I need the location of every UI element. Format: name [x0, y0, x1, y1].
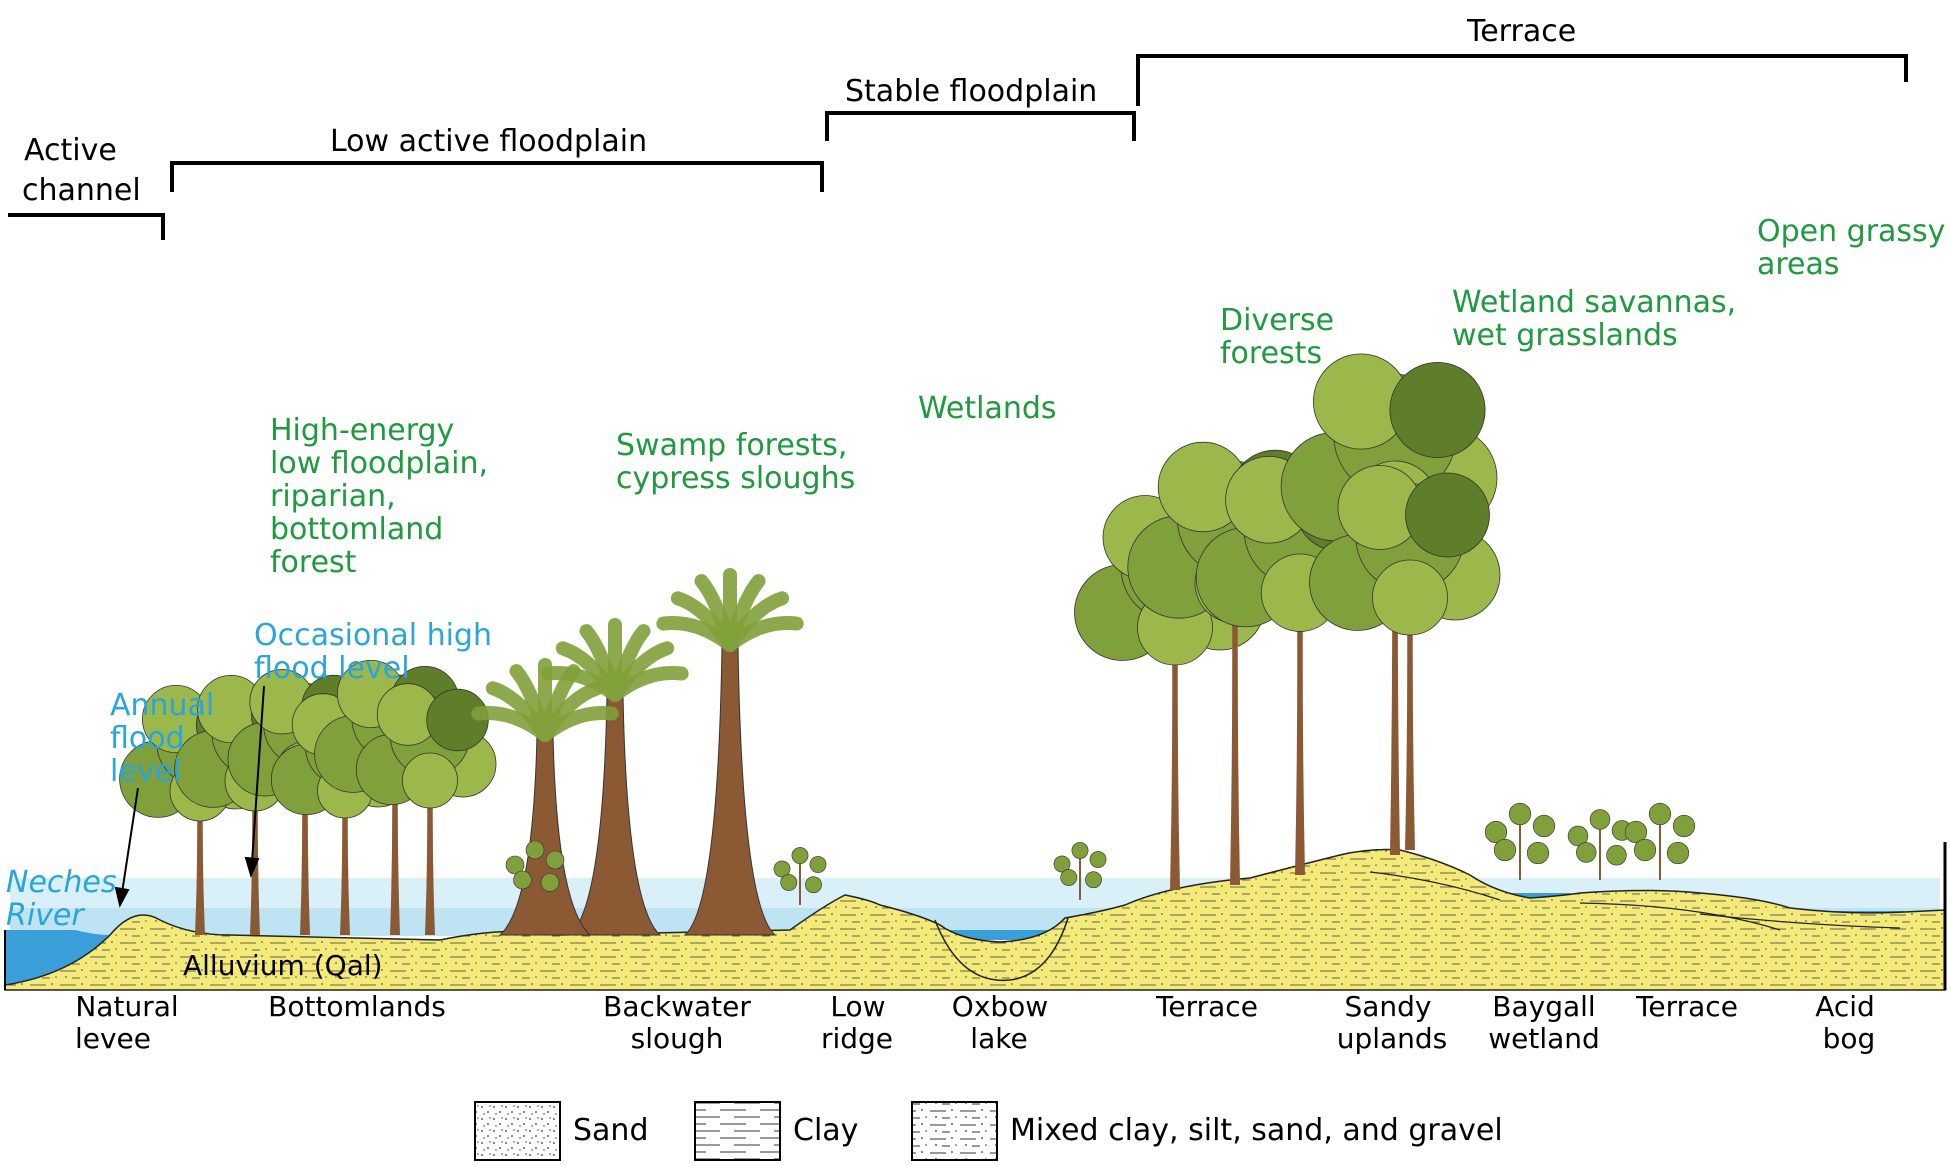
- shrub-4: [1484, 802, 1556, 880]
- terrace-tree-5: [1309, 465, 1501, 850]
- river-label-1: Neches: [6, 865, 117, 900]
- shrub-6: [1624, 802, 1696, 880]
- landform-natural-levee-2: levee: [75, 1022, 151, 1055]
- landform-low-ridge-2: ridge: [821, 1022, 893, 1055]
- landform-oxbow-1: Oxbow: [952, 990, 1048, 1023]
- river-label-2: River: [6, 898, 85, 933]
- landform-backwater-2: slough: [631, 1022, 724, 1055]
- landform-acid-bog-1: Acid: [1815, 990, 1875, 1023]
- veg-high-energy-1: High-energy: [270, 413, 454, 448]
- bracket-active-channel: [8, 213, 165, 240]
- water-labels: Annual flood level Occasional high flood…: [6, 618, 492, 933]
- shrub-3: [1053, 842, 1107, 900]
- landform-labels: Natural levee Bottomlands Backwater slou…: [75, 990, 1875, 1055]
- bracket-terrace: [1136, 54, 1908, 106]
- veg-grassy-2: areas: [1757, 247, 1840, 282]
- landform-baygall-2: wetland: [1488, 1022, 1600, 1055]
- annual-flood-label-2: flood: [110, 721, 185, 756]
- veg-savannas-2: wet grasslands: [1452, 318, 1678, 353]
- cypress-tree-3: [471, 658, 619, 936]
- zone-label-active-2: channel: [22, 173, 141, 208]
- veg-swamp-2: cypress sloughs: [616, 461, 855, 496]
- veg-diverse-1: Diverse: [1220, 303, 1334, 338]
- bracket-stable-floodplain: [825, 111, 1136, 141]
- annual-flood-arrow: [121, 787, 139, 894]
- occasional-flood-label-1: Occasional high: [254, 618, 492, 653]
- alluvium-texture: [5, 849, 1945, 990]
- zone-label-active-1: Active: [24, 133, 117, 168]
- legend-clay-pattern: [696, 1103, 779, 1159]
- occasional-flood-arrowhead: [244, 856, 260, 878]
- shrub-5: [1567, 809, 1633, 880]
- terrace-lens-1: [1369, 871, 1501, 901]
- vegetation-labels: High-energy low floodplain, riparian, bo…: [270, 214, 1945, 580]
- veg-high-energy-2: low floodplain,: [270, 446, 488, 481]
- cypress-tree-1: [541, 618, 689, 936]
- flood-arrows: [114, 685, 265, 908]
- annual-flood-label-1: Annual: [110, 688, 214, 723]
- veg-wetlands: Wetlands: [918, 391, 1057, 426]
- zone-label-terrace: Terrace: [1466, 14, 1576, 49]
- landform-acid-bog-2: bog: [1823, 1022, 1876, 1055]
- cypress-tree-2: [656, 568, 804, 936]
- landform-bottomlands: Bottomlands: [268, 990, 446, 1023]
- occasional-flood-arrow: [251, 685, 265, 863]
- landform-terrace-2: Terrace: [1635, 990, 1738, 1023]
- legend-mixed-label: Mixed clay, silt, sand, and gravel: [1010, 1113, 1503, 1148]
- veg-high-energy-3: riparian,: [270, 479, 396, 514]
- legend: Sand Clay Mixed clay, silt, sand, and gr…: [474, 1101, 1503, 1161]
- oxbow-infill-outline: [934, 917, 1069, 982]
- zone-brackets: [8, 54, 1908, 240]
- shrub-2: [773, 847, 827, 905]
- terrace-lens-2: [1579, 902, 1781, 931]
- annual-flood-arrowhead: [114, 886, 130, 908]
- trees: [119, 353, 1696, 936]
- veg-grassy-1: Open grassy: [1757, 214, 1945, 249]
- landform-baygall-1: Baygall: [1492, 990, 1595, 1023]
- landform-low-ridge-1: Low: [830, 990, 885, 1023]
- alluvium-label: Alluvium (Qal): [183, 949, 383, 982]
- legend-sand-pattern: [476, 1103, 559, 1159]
- zone-label-stable-floodplain: Stable floodplain: [845, 74, 1097, 109]
- legend-mixed-pattern: [913, 1103, 996, 1159]
- legend-clay-label: Clay: [793, 1113, 858, 1148]
- veg-high-energy-4: bottomland: [270, 512, 443, 547]
- legend-sand-label: Sand: [573, 1113, 648, 1148]
- zone-labels: Active channel Low active floodplain Sta…: [22, 14, 1576, 208]
- veg-diverse-2: forests: [1220, 336, 1322, 371]
- veg-savannas-1: Wetland savannas,: [1452, 285, 1736, 320]
- landform-backwater-1: Backwater: [603, 990, 751, 1023]
- annual-flood-label-3: level: [110, 754, 181, 789]
- bottomland-tree-6: [355, 683, 497, 935]
- zone-label-low-active-floodplain: Low active floodplain: [330, 124, 647, 159]
- veg-high-energy-5: forest: [270, 545, 357, 580]
- landform-natural-levee-1: Natural: [75, 990, 178, 1023]
- landform-terrace-1: Terrace: [1155, 990, 1258, 1023]
- landform-sandy-uplands-1: Sandy: [1344, 990, 1431, 1023]
- landform-sandy-uplands-2: uplands: [1337, 1022, 1448, 1055]
- bracket-low-active-floodplain: [170, 161, 824, 192]
- veg-swamp-1: Swamp forests,: [616, 428, 847, 463]
- shrub-1: [505, 840, 565, 905]
- river-water: [5, 930, 110, 985]
- occasional-flood-label-2: flood level: [254, 651, 410, 686]
- terrace-lens-3: [1699, 913, 1901, 929]
- landform-oxbow-2: lake: [970, 1022, 1027, 1055]
